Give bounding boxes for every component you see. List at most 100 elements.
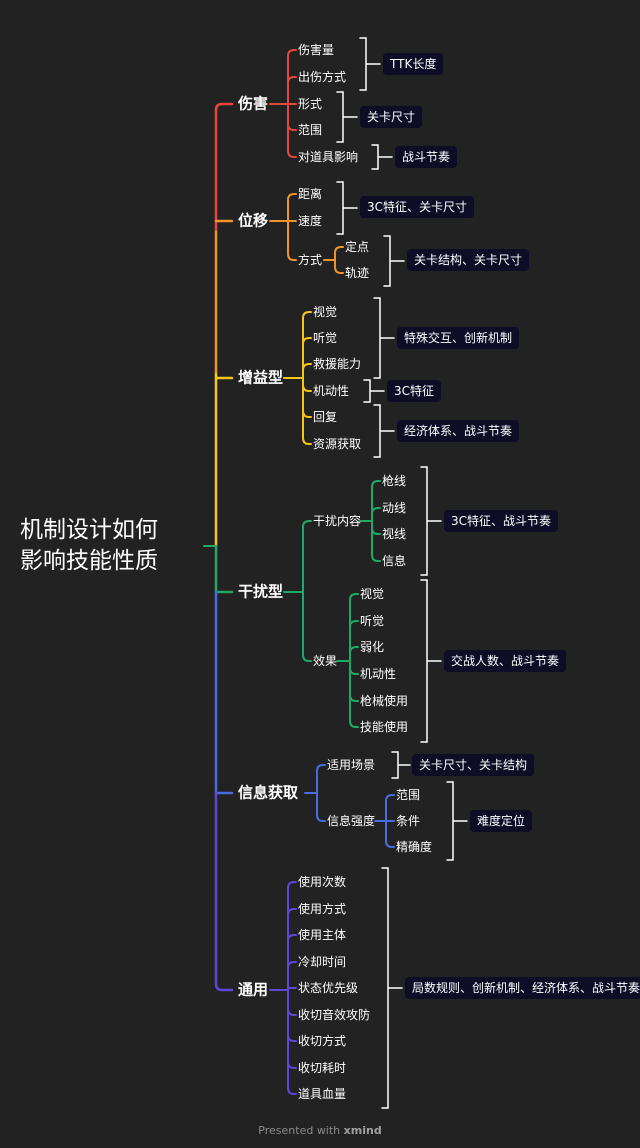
root-topic[interactable]: 机制设计如何 影响技能性质 <box>20 515 158 577</box>
buff-item-rescue[interactable]: 救援能力 <box>313 357 362 371</box>
bracket-damage-1 <box>359 37 381 91</box>
general-link-1 <box>287 908 297 991</box>
interfere-group-content[interactable]: 干扰内容 <box>313 514 362 528</box>
branch-buff[interactable]: 增益型 <box>238 368 284 387</box>
branch-interfere[interactable]: 干扰型 <box>238 582 284 601</box>
buff-link-4 <box>302 377 312 418</box>
movement-item-distance[interactable]: 距离 <box>298 187 323 201</box>
tag-combat-pace[interactable]: 战斗节奏 <box>395 146 458 168</box>
info-strength-precision[interactable]: 精确度 <box>396 840 433 854</box>
general-link-3 <box>287 961 297 991</box>
damage-item-method[interactable]: 出伤方式 <box>298 70 347 84</box>
info-group-strength[interactable]: 信息强度 <box>327 814 376 828</box>
info-group-scene[interactable]: 适用场景 <box>327 758 376 772</box>
interfere-effect-visual[interactable]: 视觉 <box>360 587 385 601</box>
interfere-effect-link-4 <box>349 660 359 702</box>
branch-info[interactable]: 信息获取 <box>238 783 299 802</box>
interfere-effect-mobility[interactable]: 机动性 <box>360 667 397 681</box>
bracket-buff-3 <box>373 404 395 458</box>
interfere-effect-skill-use[interactable]: 技能使用 <box>360 720 409 734</box>
general-item-user[interactable]: 使用主体 <box>298 928 347 942</box>
general-link-8 <box>287 989 297 1095</box>
tag-economy-pace[interactable]: 经济体系、战斗节奏 <box>397 420 520 442</box>
damage-item-prop-effect[interactable]: 对道具影响 <box>298 150 359 164</box>
buff-link-1 <box>302 337 312 379</box>
buff-item-recovery[interactable]: 回复 <box>313 410 338 424</box>
buff-item-resource[interactable]: 资源获取 <box>313 437 362 451</box>
damage-link-3 <box>287 103 297 131</box>
general-link-0 <box>287 881 297 991</box>
interfere-content-sightline[interactable]: 视线 <box>382 527 407 541</box>
interfere-link-0 <box>302 520 312 593</box>
branch-damage[interactable]: 伤害 <box>238 94 269 113</box>
footer-watermark: Presented with xmind <box>0 1124 640 1137</box>
movement-item-speed[interactable]: 速度 <box>298 214 323 228</box>
info-strength-range[interactable]: 范围 <box>396 788 421 802</box>
buff-link-3 <box>302 377 312 392</box>
info-strength-link-0 <box>385 794 395 822</box>
bracket-damage-2 <box>336 91 358 143</box>
buff-item-visual[interactable]: 视觉 <box>313 305 338 319</box>
interfere-effect-gun-use[interactable]: 枪械使用 <box>360 694 409 708</box>
bracket-movement-2 <box>383 235 405 287</box>
interfere-content-info[interactable]: 信息 <box>382 554 407 568</box>
damage-link-1 <box>287 76 297 105</box>
interfere-content-link-3 <box>371 520 381 562</box>
damage-item-range[interactable]: 范围 <box>298 123 323 137</box>
general-link-2 <box>287 934 297 991</box>
interfere-effect-link-5 <box>349 660 359 728</box>
buff-link-0 <box>302 311 312 379</box>
movement-item-method[interactable]: 方式 <box>298 253 323 267</box>
bracket-movement-1 <box>336 181 358 235</box>
interfere-content-link-1 <box>371 507 381 522</box>
bracket-info-1 <box>391 751 411 779</box>
movement-sub-trajectory[interactable]: 轨迹 <box>345 266 370 280</box>
interfere-content-link-2 <box>371 520 381 535</box>
general-item-use-method[interactable]: 使用方式 <box>298 902 347 916</box>
movement-sub-fixed-point[interactable]: 定点 <box>345 240 370 254</box>
buff-item-mobility[interactable]: 机动性 <box>313 384 350 398</box>
info-strength-condition[interactable]: 条件 <box>396 814 421 828</box>
tag-3c[interactable]: 3C特征 <box>387 380 442 402</box>
buff-link-2 <box>302 363 312 379</box>
interfere-link-1 <box>302 591 312 662</box>
footer-prefix: Presented with <box>258 1124 341 1137</box>
general-item-uses[interactable]: 使用次数 <box>298 875 347 889</box>
branch-general[interactable]: 通用 <box>238 980 269 999</box>
tag-special-interaction[interactable]: 特殊交互、创新机制 <box>397 327 520 349</box>
interfere-group-effect[interactable]: 效果 <box>313 654 338 668</box>
tag-engagement-pace[interactable]: 交战人数、战斗节奏 <box>444 650 567 672</box>
general-item-switch-time[interactable]: 收切耗时 <box>298 1061 347 1075</box>
root-line-2: 影响技能性质 <box>20 548 158 574</box>
tag-level-size-structure[interactable]: 关卡尺寸、关卡结构 <box>412 754 535 776</box>
general-item-switch-method[interactable]: 收切方式 <box>298 1034 347 1048</box>
damage-item-form[interactable]: 形式 <box>298 97 323 111</box>
tag-3c-level-size[interactable]: 3C特征、关卡尺寸 <box>360 196 475 218</box>
interfere-content-movement-line[interactable]: 动线 <box>382 501 407 515</box>
interfere-effect-audio[interactable]: 听觉 <box>360 614 385 628</box>
spine-damage <box>214 102 234 232</box>
damage-item-amount[interactable]: 伤害量 <box>298 43 335 57</box>
tag-rules-economy[interactable]: 局数规则、创新机制、经济体系、战斗节奏 <box>405 977 640 999</box>
interfere-content-gunline[interactable]: 枪线 <box>382 474 407 488</box>
info-strength-link-2 <box>385 820 395 848</box>
bracket-buff-1 <box>373 297 395 379</box>
interfere-effect-weaken[interactable]: 弱化 <box>360 640 385 654</box>
spine-info <box>214 590 234 795</box>
buff-link-5 <box>302 377 312 445</box>
general-item-cooldown[interactable]: 冷却时间 <box>298 955 347 969</box>
tag-difficulty[interactable]: 难度定位 <box>470 810 533 832</box>
buff-item-audio[interactable]: 听觉 <box>313 331 338 345</box>
bracket-general <box>381 867 403 1109</box>
general-item-prop-hp[interactable]: 道具血量 <box>298 1087 347 1101</box>
bracket-buff-2 <box>363 379 385 403</box>
tag-level-size[interactable]: 关卡尺寸 <box>360 106 423 128</box>
general-item-switch-audio[interactable]: 收切音效攻防 <box>298 1008 371 1022</box>
tag-ttk-length[interactable]: TTK长度 <box>383 53 444 75</box>
bracket-damage-3 <box>371 144 393 170</box>
movement-sub-link-0 <box>334 246 344 261</box>
tag-3c-pace[interactable]: 3C特征、战斗节奏 <box>444 510 559 532</box>
branch-movement[interactable]: 位移 <box>238 211 269 230</box>
tag-level-structure-size[interactable]: 关卡结构、关卡尺寸 <box>407 249 530 271</box>
general-item-state-priority[interactable]: 状态优先级 <box>298 981 359 995</box>
